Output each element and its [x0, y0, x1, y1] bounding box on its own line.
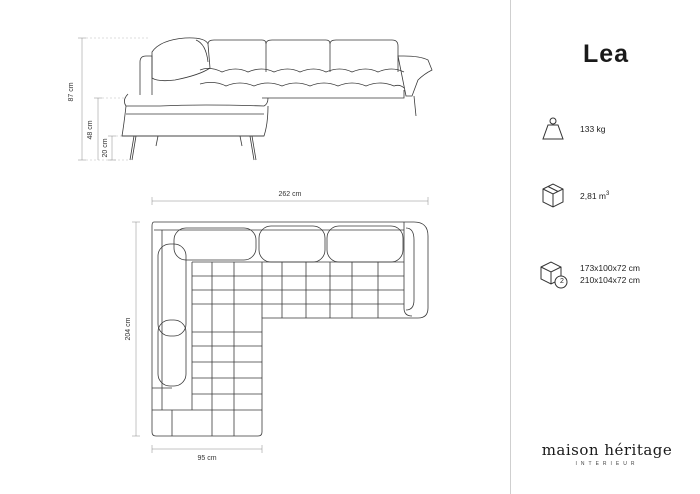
- brand-name: maison héritage: [541, 441, 673, 459]
- divider: [510, 0, 511, 494]
- spec-packages: 2 173x100x72 cm 210x104x72 cm: [536, 257, 640, 291]
- box-icon: [536, 178, 570, 212]
- brand-logo: maison héritage INTERIEUR: [531, 441, 683, 467]
- spec-weight: 133 kg: [536, 112, 606, 146]
- dim-height-total: 87 cm: [68, 82, 75, 101]
- side-view: [78, 37, 433, 161]
- brand-subtitle: INTERIEUR: [575, 461, 639, 467]
- volume-unit-exponent: 3: [606, 191, 610, 198]
- volume-value: 2,81 m: [580, 190, 606, 201]
- weight-value: 133 kg: [580, 124, 606, 134]
- dim-top-width: 262 cm: [279, 191, 302, 198]
- packages-icon: 2: [536, 257, 570, 291]
- weight-icon: [536, 112, 570, 146]
- spec-volume: 2,81 m3: [536, 178, 609, 212]
- dim-top-depth: 204 cm: [125, 317, 132, 340]
- package-size-1: 173x100x72 cm: [580, 263, 641, 273]
- package-size-2: 210x104x72 cm: [580, 275, 641, 285]
- packages-sizes: 173x100x72 cm 210x104x72 cm: [580, 262, 640, 286]
- volume-text: 2,81 m3: [580, 188, 609, 202]
- dim-leg-height: 20 cm: [102, 138, 109, 157]
- product-name: Lea: [583, 40, 630, 68]
- technical-drawing: 87 cm 48 cm 20 cm: [68, 37, 433, 462]
- dim-seat-height: 48 cm: [87, 120, 94, 139]
- dim-chaise-width: 95 cm: [197, 455, 216, 462]
- packages-count: 2: [560, 278, 564, 285]
- top-view: [132, 197, 429, 453]
